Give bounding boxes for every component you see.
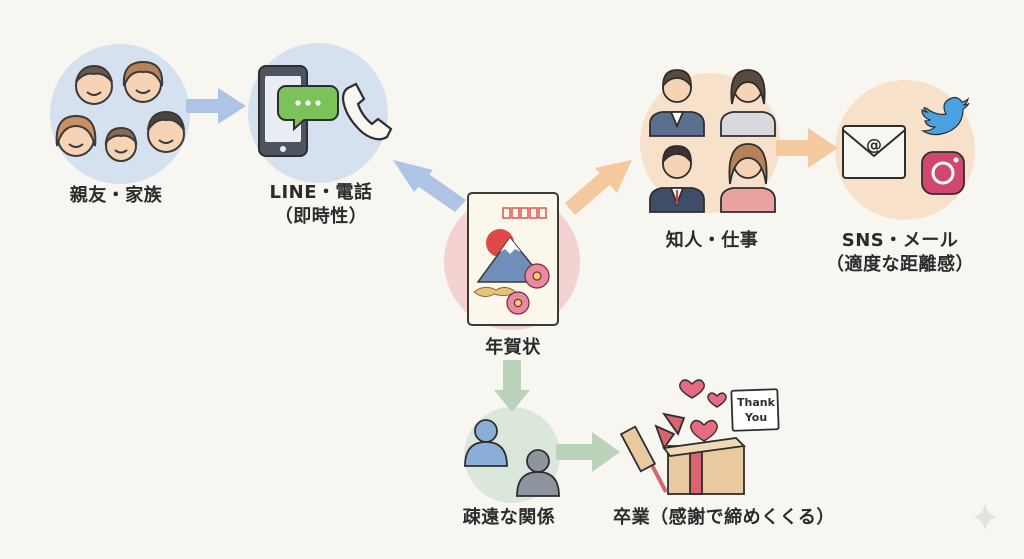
- arrow-acquaintance-to-sns: [776, 128, 838, 168]
- distant-label: 疎遠な関係: [462, 507, 556, 528]
- arrow-center-to-distant: [494, 360, 530, 412]
- family-faces-icon: [55, 60, 185, 162]
- new-year-card-icon: [467, 192, 559, 326]
- arrow-center-to-acquaintance: [565, 160, 632, 215]
- instagram-icon: [921, 151, 965, 195]
- thank-you-card-icon: Thank You: [730, 388, 780, 432]
- arrow-family-to-line: [186, 88, 246, 124]
- arrow-distant-to-graduation: [556, 432, 620, 472]
- family-label: 親友・家族: [69, 185, 163, 206]
- acquaintance-label: 知人・仕事: [665, 230, 759, 251]
- heart-icon: [679, 379, 727, 442]
- chat-bubble-icon: [277, 85, 339, 132]
- graduation-label: 卒業（感謝で締めくくる）: [613, 507, 835, 528]
- svg-text:@: @: [866, 135, 882, 154]
- plum-blossom-icon: [506, 263, 550, 315]
- email-envelope-icon: @: [842, 125, 906, 179]
- twitter-bird-icon: [920, 96, 970, 136]
- line-label: LINE・電話 （即時性）: [269, 181, 372, 229]
- sns-label-sub: （適度な距離感）: [826, 254, 974, 275]
- business-people-icon: [649, 69, 776, 213]
- center-label: 年賀状: [485, 337, 541, 358]
- thank-you-text-line2: You: [744, 411, 767, 424]
- line-label-main: LINE・電話: [269, 182, 373, 203]
- postal-code-boxes-icon: [502, 207, 547, 219]
- thank-you-text-line1: Thank: [737, 396, 776, 409]
- line-label-sub: （即時性）: [274, 206, 368, 227]
- two-people-icon: [464, 419, 560, 497]
- arrow-center-to-line: [393, 160, 466, 212]
- sns-label: SNS・メール （適度な距離感）: [826, 229, 974, 277]
- sns-label-main: SNS・メール: [841, 230, 959, 251]
- phone-handset-icon: [341, 82, 393, 141]
- sparkle-icon: [973, 503, 997, 531]
- gift-box-icon: [619, 412, 746, 495]
